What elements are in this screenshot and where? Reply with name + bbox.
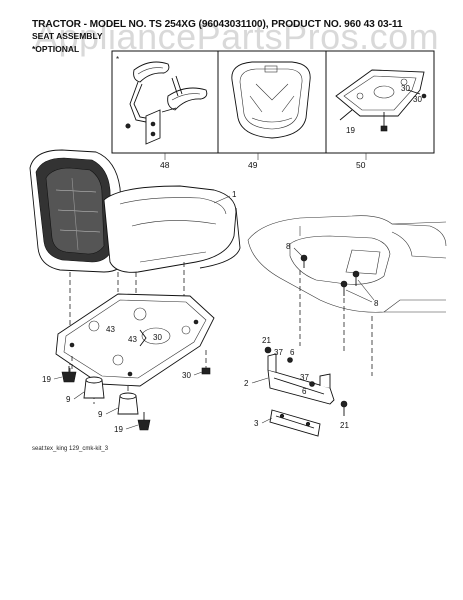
bolt-30[interactable]: [201, 367, 211, 375]
callout-48: 48: [160, 160, 170, 170]
callout-9: 9: [66, 395, 71, 404]
armrest-drawing: [125, 61, 208, 145]
callout-9-b: 9: [98, 410, 103, 419]
optional-box-50[interactable]: 30 30 19 50: [325, 50, 435, 170]
rubber-bumper-right[interactable]: [117, 392, 139, 415]
callout-50: 50: [356, 160, 366, 170]
optional-box-49[interactable]: 49: [217, 50, 327, 170]
callout-19: 19: [42, 375, 51, 384]
callout-19-b: 19: [114, 425, 123, 434]
clip-bottom[interactable]: [137, 412, 151, 431]
callout-6: 6: [290, 348, 295, 357]
optional-note: *OPTIONAL: [32, 44, 80, 54]
callout-30-kit: 30: [401, 84, 410, 93]
drawing-code: seat:tex_king 129_cmk-kit_3: [32, 446, 109, 452]
seat-bracket[interactable]: [267, 353, 335, 405]
rubber-bumper-left[interactable]: [83, 376, 105, 399]
optional-marker: *: [116, 55, 119, 64]
bolt-8-left[interactable]: [300, 254, 308, 268]
callout-30-plate: 30: [153, 333, 162, 342]
nut-37-top[interactable]: [287, 357, 293, 363]
callout-21: 21: [262, 336, 271, 345]
bolt-8-mid[interactable]: [340, 280, 348, 296]
bolt-8-right[interactable]: [352, 270, 360, 286]
tractor-frame: [247, 215, 447, 313]
callout-1: 1: [232, 190, 237, 199]
seat-plate-kit-drawing: [335, 69, 427, 132]
callout-37-b: 37: [300, 373, 309, 382]
page-subtitle: SEAT ASSEMBLY: [32, 31, 103, 41]
callout-37: 37: [274, 348, 283, 357]
seat-rail[interactable]: [269, 409, 321, 437]
optional-box-48[interactable]: * 48: [111, 50, 219, 170]
callout-49: 49: [248, 160, 258, 170]
callout-2: 2: [244, 379, 249, 388]
callout-30-kit-b: 30: [413, 95, 422, 104]
callout-6-b: 6: [302, 387, 307, 396]
bolt-21-bottom[interactable]: [340, 400, 348, 416]
callout-3: 3: [254, 419, 259, 428]
callout-30-bolt: 30: [182, 371, 191, 380]
callout-43-b: 43: [128, 335, 137, 344]
callout-19-kit: 19: [346, 126, 355, 135]
seat-plate[interactable]: [55, 293, 215, 387]
seat-cushion-drawing: [231, 61, 311, 139]
callout-21-b: 21: [340, 421, 349, 430]
nut-37-bottom[interactable]: [309, 381, 315, 387]
clip-left[interactable]: [61, 366, 77, 383]
seat-assembly[interactable]: [29, 149, 241, 273]
page-title: TRACTOR - MODEL NO. TS 254XG (9604303110…: [32, 19, 403, 30]
callout-43: 43: [106, 325, 115, 334]
callout-8: 8: [286, 242, 291, 251]
bolt-21-top[interactable]: [264, 346, 272, 354]
callout-8-b: 8: [374, 299, 379, 308]
